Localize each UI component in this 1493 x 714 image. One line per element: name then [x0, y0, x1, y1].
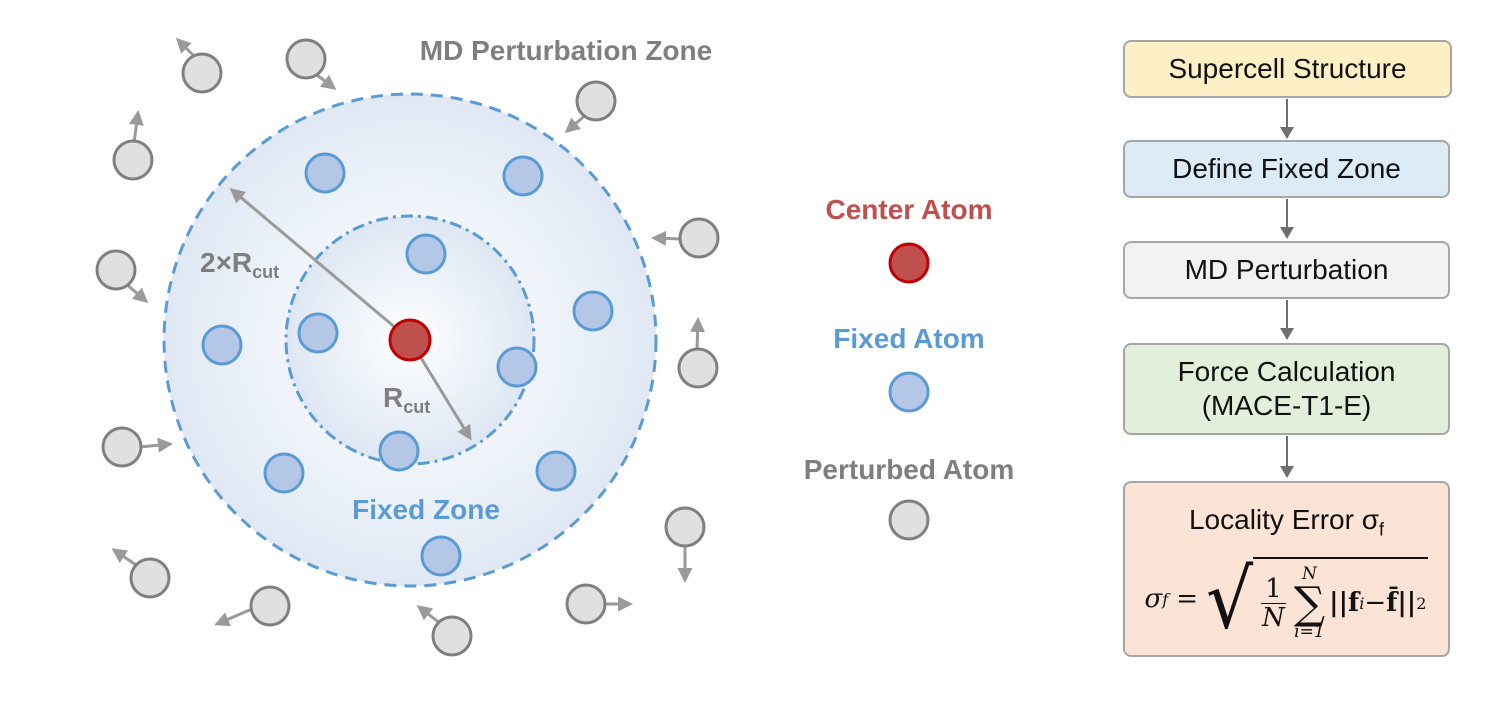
- fixed-atom: [572, 290, 614, 332]
- perturbed-atom: [575, 80, 617, 122]
- perturbed-atom: [181, 52, 223, 94]
- step-label: MD Perturbation: [1184, 254, 1389, 286]
- perturbed-atom: [249, 585, 291, 627]
- legend-fixed-atom-icon: [888, 371, 930, 413]
- perturbed-atom-circles: [95, 38, 720, 657]
- fixed-atom: [496, 346, 538, 388]
- inner-radius-label: Rcut: [383, 382, 430, 417]
- step-label: Supercell Structure: [1168, 53, 1407, 85]
- step-label-model: (MACE-T1-E): [1201, 390, 1372, 421]
- step-label: Define Fixed Zone: [1172, 153, 1401, 185]
- flow-arrow: [1280, 300, 1294, 340]
- legend-center-atom-icon: [888, 242, 930, 284]
- legend-perturbed-atom-label: Perturbed Atom: [803, 454, 1015, 485]
- step-force-calculation: Force Calculation (MACE-T1-E): [1123, 343, 1450, 435]
- fixed-atom: [535, 450, 577, 492]
- perturbed-atom: [678, 217, 720, 259]
- step-md-perturbation: MD Perturbation: [1123, 241, 1450, 299]
- legend-fixed-atom-label: Fixed Atom: [833, 323, 985, 354]
- fixed-atom: [405, 233, 447, 275]
- fixed-zone-label: Fixed Zone: [352, 494, 500, 525]
- step-label: Locality Error σf: [1188, 504, 1384, 540]
- legend-perturbed-atom-icon: [888, 499, 930, 541]
- fixed-atom: [502, 155, 544, 197]
- flow-arrow: [1280, 199, 1294, 239]
- fixed-atom: [420, 535, 462, 577]
- perturbed-atom: [431, 615, 473, 657]
- outer-radius-label: 2×Rcut: [200, 247, 279, 282]
- perturbed-atom: [129, 557, 171, 599]
- fixed-atom: [201, 324, 243, 366]
- perturbed-atoms: [111, 37, 706, 627]
- fixed-atom: [297, 312, 339, 354]
- fixed-atoms: [201, 152, 614, 577]
- perturbed-atom: [285, 38, 327, 80]
- perturbed-atom: [101, 426, 143, 468]
- center-atom: [388, 318, 432, 362]
- flow-arrow: [1280, 436, 1294, 478]
- perturbed-atom: [565, 583, 607, 625]
- step-label: Force Calculation: [1177, 356, 1396, 388]
- perturbed-atom: [95, 249, 137, 291]
- outer-radius-arrow: [229, 188, 411, 342]
- flow-arrow: [1280, 99, 1294, 139]
- md-perturbation-zone-label: MD Perturbation Zone: [420, 35, 712, 66]
- step-supercell-structure: Supercell Structure: [1123, 40, 1452, 98]
- perturbed-atom: [664, 506, 706, 548]
- fixed-atom: [304, 152, 346, 194]
- perturbed-atom: [677, 347, 719, 389]
- fixed-atom: [378, 430, 420, 472]
- fixed-atom: [263, 452, 305, 494]
- legend-center-atom-label: Center Atom: [825, 194, 993, 225]
- step-define-fixed-zone: Define Fixed Zone: [1123, 140, 1450, 198]
- perturbed-atom: [112, 139, 154, 181]
